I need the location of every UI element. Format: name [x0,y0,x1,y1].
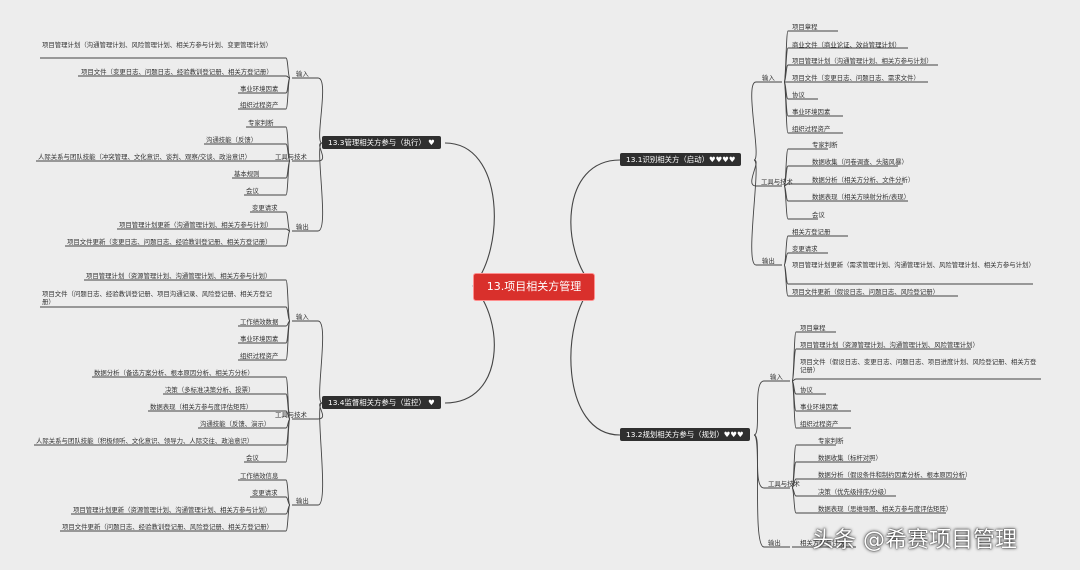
g4-input-item: 事业环境因素 [240,335,279,343]
g4-output-item: 项目管理计划更新（资源管理计划、沟通管理计划、相关方参与计划） [73,506,272,514]
g4-output-item: 变更请求 [252,489,278,497]
g3-input-item: 项目文件（变更日志、问题日志、经验教训登记册、相关方登记册） [81,68,273,76]
g2-tool-item: 专家判断 [818,437,844,445]
g3-input-item: 项目管理计划（沟通管理计划、风险管理计划、相关方参与计划、变更管理计划） [42,41,273,49]
g4-output-label: 输出 [296,497,309,505]
g3-output-item: 项目文件更新（变更日志、问题日志、经验教训登记册、相关方登记册） [67,238,272,246]
g4-input-item: 项目管理计划（资源管理计划、沟通管理计划、相关方参与计划） [86,272,272,280]
g2-output-label: 输出 [768,539,781,547]
g4-tool-item: 人际关系与团队技能（积极倾听、文化意识、领导力、人际交往、政治意识） [36,437,254,445]
g3-input-label: 输入 [296,70,309,78]
g2-tool-item: 数据收集（标杆对照） [818,454,882,462]
g1-output-item: 相关方登记册 [792,228,831,236]
g3-tool-item: 基本规则 [234,170,260,178]
g4-tool-item: 沟通技能（反馈、演示） [200,420,271,428]
branch-13-1-node[interactable]: 13.1识别相关方（启动）♥♥♥♥ [620,153,742,166]
g4-tool-item: 会议 [246,454,259,462]
g3-tool-item: 人际关系与团队技能（冲突管理、文化意识、谈判、观察/交谈、政治意识） [38,153,252,161]
branch-13-4-node[interactable]: 13.4监督相关方参与（监控） ♥ [322,396,441,409]
branch-13-3-node[interactable]: 13.3管理相关方参与（执行） ♥ [322,136,441,149]
g4-tool-item: 决策（多标准决策分析、投票） [165,386,255,394]
g2-input-item: 组织过程资产 [800,420,839,428]
g1-tool-item: 数据收集（问卷调查、头脑风暴） [812,158,908,166]
g1-output-item: 项目文件更新（假设日志、问题日志、风险登记册） [792,288,939,296]
g4-output-item: 工作绩效信息 [240,472,279,480]
g4-input-item: 工作绩效数据 [240,318,279,326]
g4-input-item: 项目文件（问题日志、经验教训登记册、项目沟通记录、风险登记册、相关方登记册） [42,290,273,306]
g2-tools-label: 工具与技术 [768,480,800,488]
heart-icon: ♥ [428,138,435,147]
g2-input-item: 项目文件（假设日志、变更日志、问题日志、项目进度计划、风险登记册、相关方登记册） [800,358,1037,374]
g3-output-item: 变更请求 [252,204,278,212]
g1-input-item: 商业文件（商业论证、效益管理计划） [792,41,901,49]
g1-output-item: 变更请求 [792,245,818,253]
g3-tool-item: 沟通技能（反馈） [206,136,258,144]
g3-tool-item: 会议 [246,187,259,195]
g1-input-item: 项目管理计划（沟通管理计划、相关方参与计划） [792,57,933,65]
branch-13-4-title: 13.4监督相关方参与（监控） [328,398,426,407]
g1-output-item: 项目管理计划更新（需求管理计划、沟通管理计划、风险管理计划、相关方参与计划） [792,261,1035,269]
branch-13-3-title: 13.3管理相关方参与（执行） [328,138,426,147]
g3-tool-item: 专家判断 [248,119,274,127]
g3-output-item: 项目管理计划更新（沟通管理计划、相关方参与计划） [119,221,273,229]
g2-input-label: 输入 [770,373,783,381]
g2-input-item: 事业环境因素 [800,403,839,411]
g1-input-item: 事业环境因素 [792,108,831,116]
g1-tool-item: 数据分析（相关方分析、文件分析） [812,176,915,184]
g1-tool-item: 数据表现（相关方映射分析/表现） [812,193,911,201]
g2-input-item: 项目章程 [800,324,826,332]
g1-input-item: 项目文件（变更日志、问题日志、需求文件） [792,74,920,82]
g4-tool-item: 数据分析（备选方案分析、根本原因分析、相关方分析） [94,369,254,377]
g1-input-item: 项目章程 [792,23,818,31]
g4-output-item: 项目文件更新（问题日志、经验教训登记册、风险登记册、相关方登记册） [62,523,273,531]
g2-tool-item: 决策（优先级排序/分级） [818,488,891,496]
g2-tool-item: 数据分析（假设条件和制约因素分析、根本原因分析） [818,471,972,479]
g1-output-label: 输出 [762,257,775,265]
g3-output-label: 输出 [296,223,309,231]
g2-output-item: 相关方参与计划 [800,539,845,547]
g4-tool-item: 数据表现（相关方参与度评估矩阵） [150,403,253,411]
g2-input-item: 项目管理计划（资源管理计划、沟通管理计划、风险管理计划） [800,341,979,349]
g4-input-label: 输入 [296,313,309,321]
g3-input-item: 组织过程资产 [240,101,279,109]
g3-input-item: 事业环境因素 [240,85,279,93]
root-node[interactable]: 13.项目相关方管理 [473,273,595,301]
branch-13-2-node[interactable]: 13.2规划相关方参与（规划）♥♥♥ [620,428,750,441]
g1-tool-item: 会议 [812,211,825,219]
g4-tools-label: 工具与技术 [275,411,307,419]
heart-icon: ♥ [428,398,435,407]
g1-input-item: 组织过程资产 [792,125,831,133]
g2-input-item: 协议 [800,386,813,394]
g1-input-label: 输入 [762,74,775,82]
g1-input-item: 协议 [792,91,805,99]
g4-input-item: 组织过程资产 [240,352,279,360]
g1-tool-item: 专家判断 [812,141,838,149]
g3-tools-label: 工具与技术 [275,153,307,161]
g2-tool-item: 数据表现（思维导图、相关方参与度评估矩阵） [818,505,953,513]
watermark: 头条 @希赛项目管理 [812,528,1017,553]
g1-tools-label: 工具与技术 [761,178,793,186]
